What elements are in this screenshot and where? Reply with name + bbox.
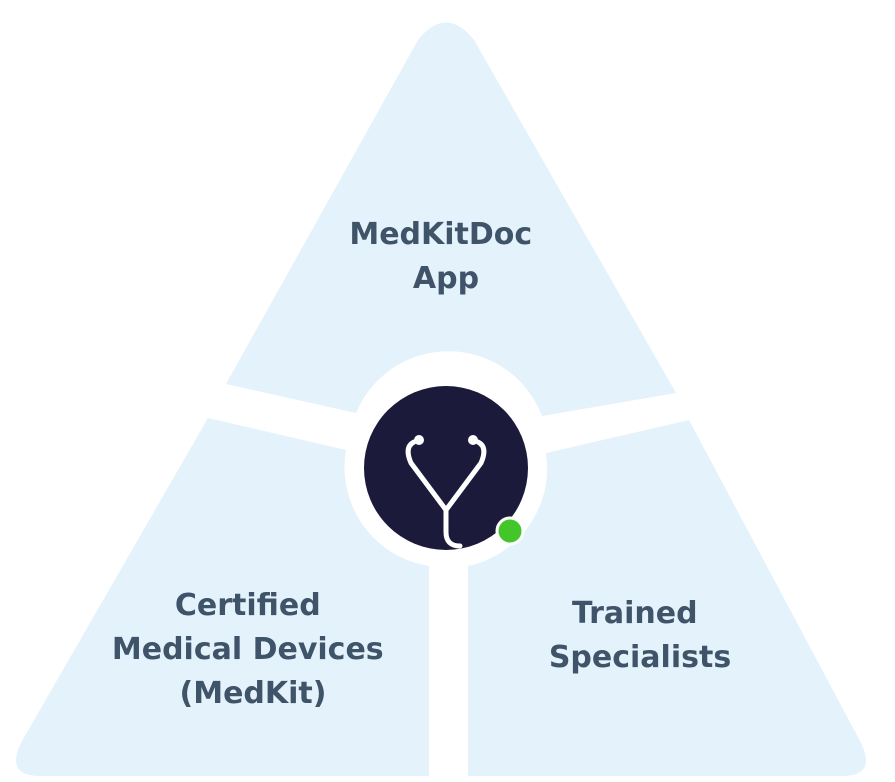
segment-top <box>226 22 676 416</box>
segment-right <box>468 420 866 776</box>
segment-top-line-1: MedKitDoc <box>349 217 532 252</box>
segment-left-line-1: Certified <box>175 588 321 623</box>
status-dot <box>495 516 525 546</box>
segment-left <box>16 418 429 776</box>
segment-right-line-1: Trained <box>572 596 698 631</box>
segment-right-label: Trained Specialists <box>549 596 731 675</box>
segment-top-line-2: App <box>413 261 479 296</box>
logo-circle <box>364 386 528 550</box>
center-logo <box>364 386 528 550</box>
segment-right-line-2: Specialists <box>549 640 731 675</box>
stethoscope-icon <box>405 435 487 549</box>
segment-top-label: MedKitDoc App <box>349 217 542 296</box>
segment-left-line-3: (MedKit) <box>180 676 327 711</box>
segment-left-label: Certified Medical Devices (MedKit) <box>112 588 394 711</box>
segment-left-line-2: Medical Devices <box>112 632 384 667</box>
